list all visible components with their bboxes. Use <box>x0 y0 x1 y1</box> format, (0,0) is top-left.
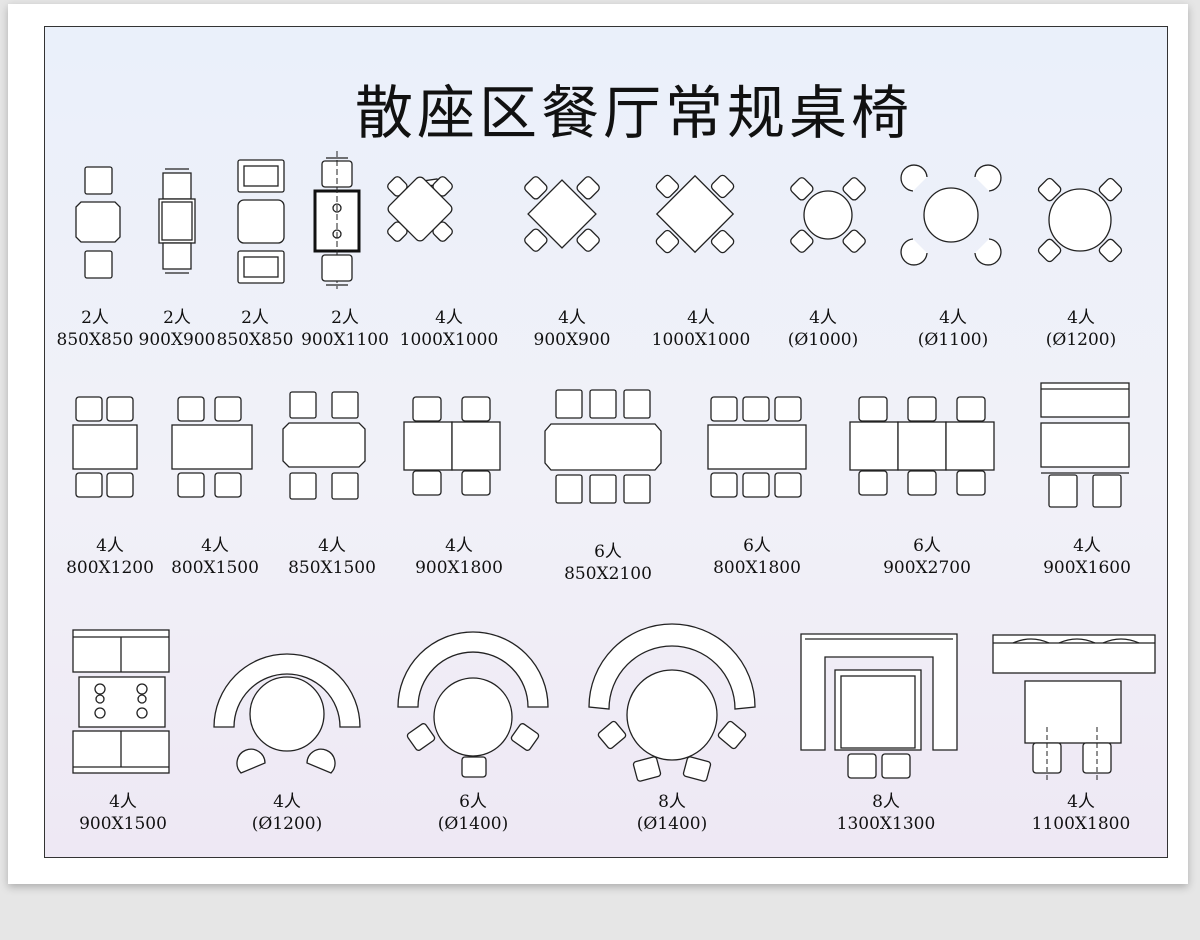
label-seats: 4人 <box>318 536 346 556</box>
table-6p-800x1800 <box>707 396 807 498</box>
label-seats: 2人 <box>331 308 359 328</box>
table-4p-800x1200 <box>72 396 138 498</box>
label-seats: 2人 <box>81 308 109 328</box>
paper-sheet: 散座区餐厅常规桌椅 <box>8 4 1188 884</box>
label-size: 1100X1800 <box>1032 814 1131 834</box>
label-seats: 4人 <box>687 308 715 328</box>
label-seats: 4人 <box>96 536 124 556</box>
label-seats: 4人 <box>939 308 967 328</box>
label-size: 1300X1300 <box>837 814 936 834</box>
label-size: 900X1100 <box>301 330 389 350</box>
table-4p-900x900-diag <box>524 176 600 252</box>
table-8p-booth-1300x1300 <box>800 633 958 779</box>
label-size: 900X1600 <box>1043 558 1131 578</box>
label-size: 900X2700 <box>883 558 971 578</box>
label-seats: 2人 <box>241 308 269 328</box>
drawing-title: 散座区餐厅常规桌椅 <box>355 79 913 147</box>
table-4p-1000x1000-diag <box>387 176 453 242</box>
label-seats: 4人 <box>809 308 837 328</box>
label-size: 850X2100 <box>564 564 652 584</box>
table-4p-1100x1800 <box>992 634 1156 782</box>
label-size: (Ø1400) <box>438 814 508 834</box>
label-size: 900X1800 <box>415 558 503 578</box>
table-6p-semicircle-1400 <box>397 631 549 778</box>
label-seats: 4人 <box>445 536 473 556</box>
label-size: 800X1500 <box>171 558 259 578</box>
table-8p-semicircle-1400 <box>588 623 756 782</box>
table-6p-900x2700 <box>849 396 995 496</box>
label-size: 800X1200 <box>66 558 154 578</box>
label-seats: 8人 <box>872 792 900 812</box>
furniture-drawing: 散座区餐厅常规桌椅 <box>57 79 1156 834</box>
label-seats: 4人 <box>201 536 229 556</box>
table-4p-round-1000 <box>790 177 866 253</box>
label-seats: 4人 <box>273 792 301 812</box>
table-2p-900x900 <box>158 168 196 274</box>
label-seats: 4人 <box>109 792 137 812</box>
label-seats: 4人 <box>558 308 586 328</box>
label-size: 900X900 <box>139 330 216 350</box>
label-size: 900X900 <box>534 330 611 350</box>
table-4p-900x1600 <box>1040 382 1130 508</box>
label-size: 850X850 <box>57 330 134 350</box>
label-size: (Ø1200) <box>252 814 322 834</box>
table-4p-900x1800 <box>403 396 501 496</box>
label-seats: 4人 <box>1067 792 1095 812</box>
label-size: 800X1800 <box>713 558 801 578</box>
label-size: (Ø1200) <box>1046 330 1116 350</box>
label-size: 900X1500 <box>79 814 167 834</box>
label-seats: 2人 <box>163 308 191 328</box>
label-seats: 6人 <box>743 536 771 556</box>
label-size: 1000X1000 <box>652 330 751 350</box>
table-4p-round-1100 <box>900 164 1002 266</box>
label-size: 850X1500 <box>288 558 376 578</box>
label-size: (Ø1100) <box>918 330 988 350</box>
table-2p-sofa-850x850 <box>237 159 285 284</box>
table-4p-1000x1000-diag2 <box>655 174 735 254</box>
label-size: (Ø1400) <box>637 814 707 834</box>
table-4p-sofa-900x1500 <box>72 629 170 774</box>
label-seats: 4人 <box>1073 536 1101 556</box>
table-2p-850x850 <box>75 166 121 279</box>
table-4p-800x1500 <box>171 396 253 498</box>
table-4p-semicircle-1200 <box>213 653 361 774</box>
label-seats: 4人 <box>435 308 463 328</box>
table-4p-850x1500 <box>282 391 366 500</box>
table-4p-round-1200 <box>1037 177 1123 263</box>
table-6p-850x2100 <box>544 389 662 504</box>
table-2p-900x1100 <box>313 151 361 289</box>
drawing-frame: 散座区餐厅常规桌椅 <box>44 26 1168 858</box>
label-seats: 4人 <box>1067 308 1095 328</box>
label-seats: 6人 <box>913 536 941 556</box>
label-seats: 6人 <box>459 792 487 812</box>
label-size: (Ø1000) <box>788 330 858 350</box>
label-size: 850X850 <box>217 330 294 350</box>
label-seats: 8人 <box>658 792 686 812</box>
label-size: 1000X1000 <box>400 330 499 350</box>
label-seats: 6人 <box>594 542 622 562</box>
